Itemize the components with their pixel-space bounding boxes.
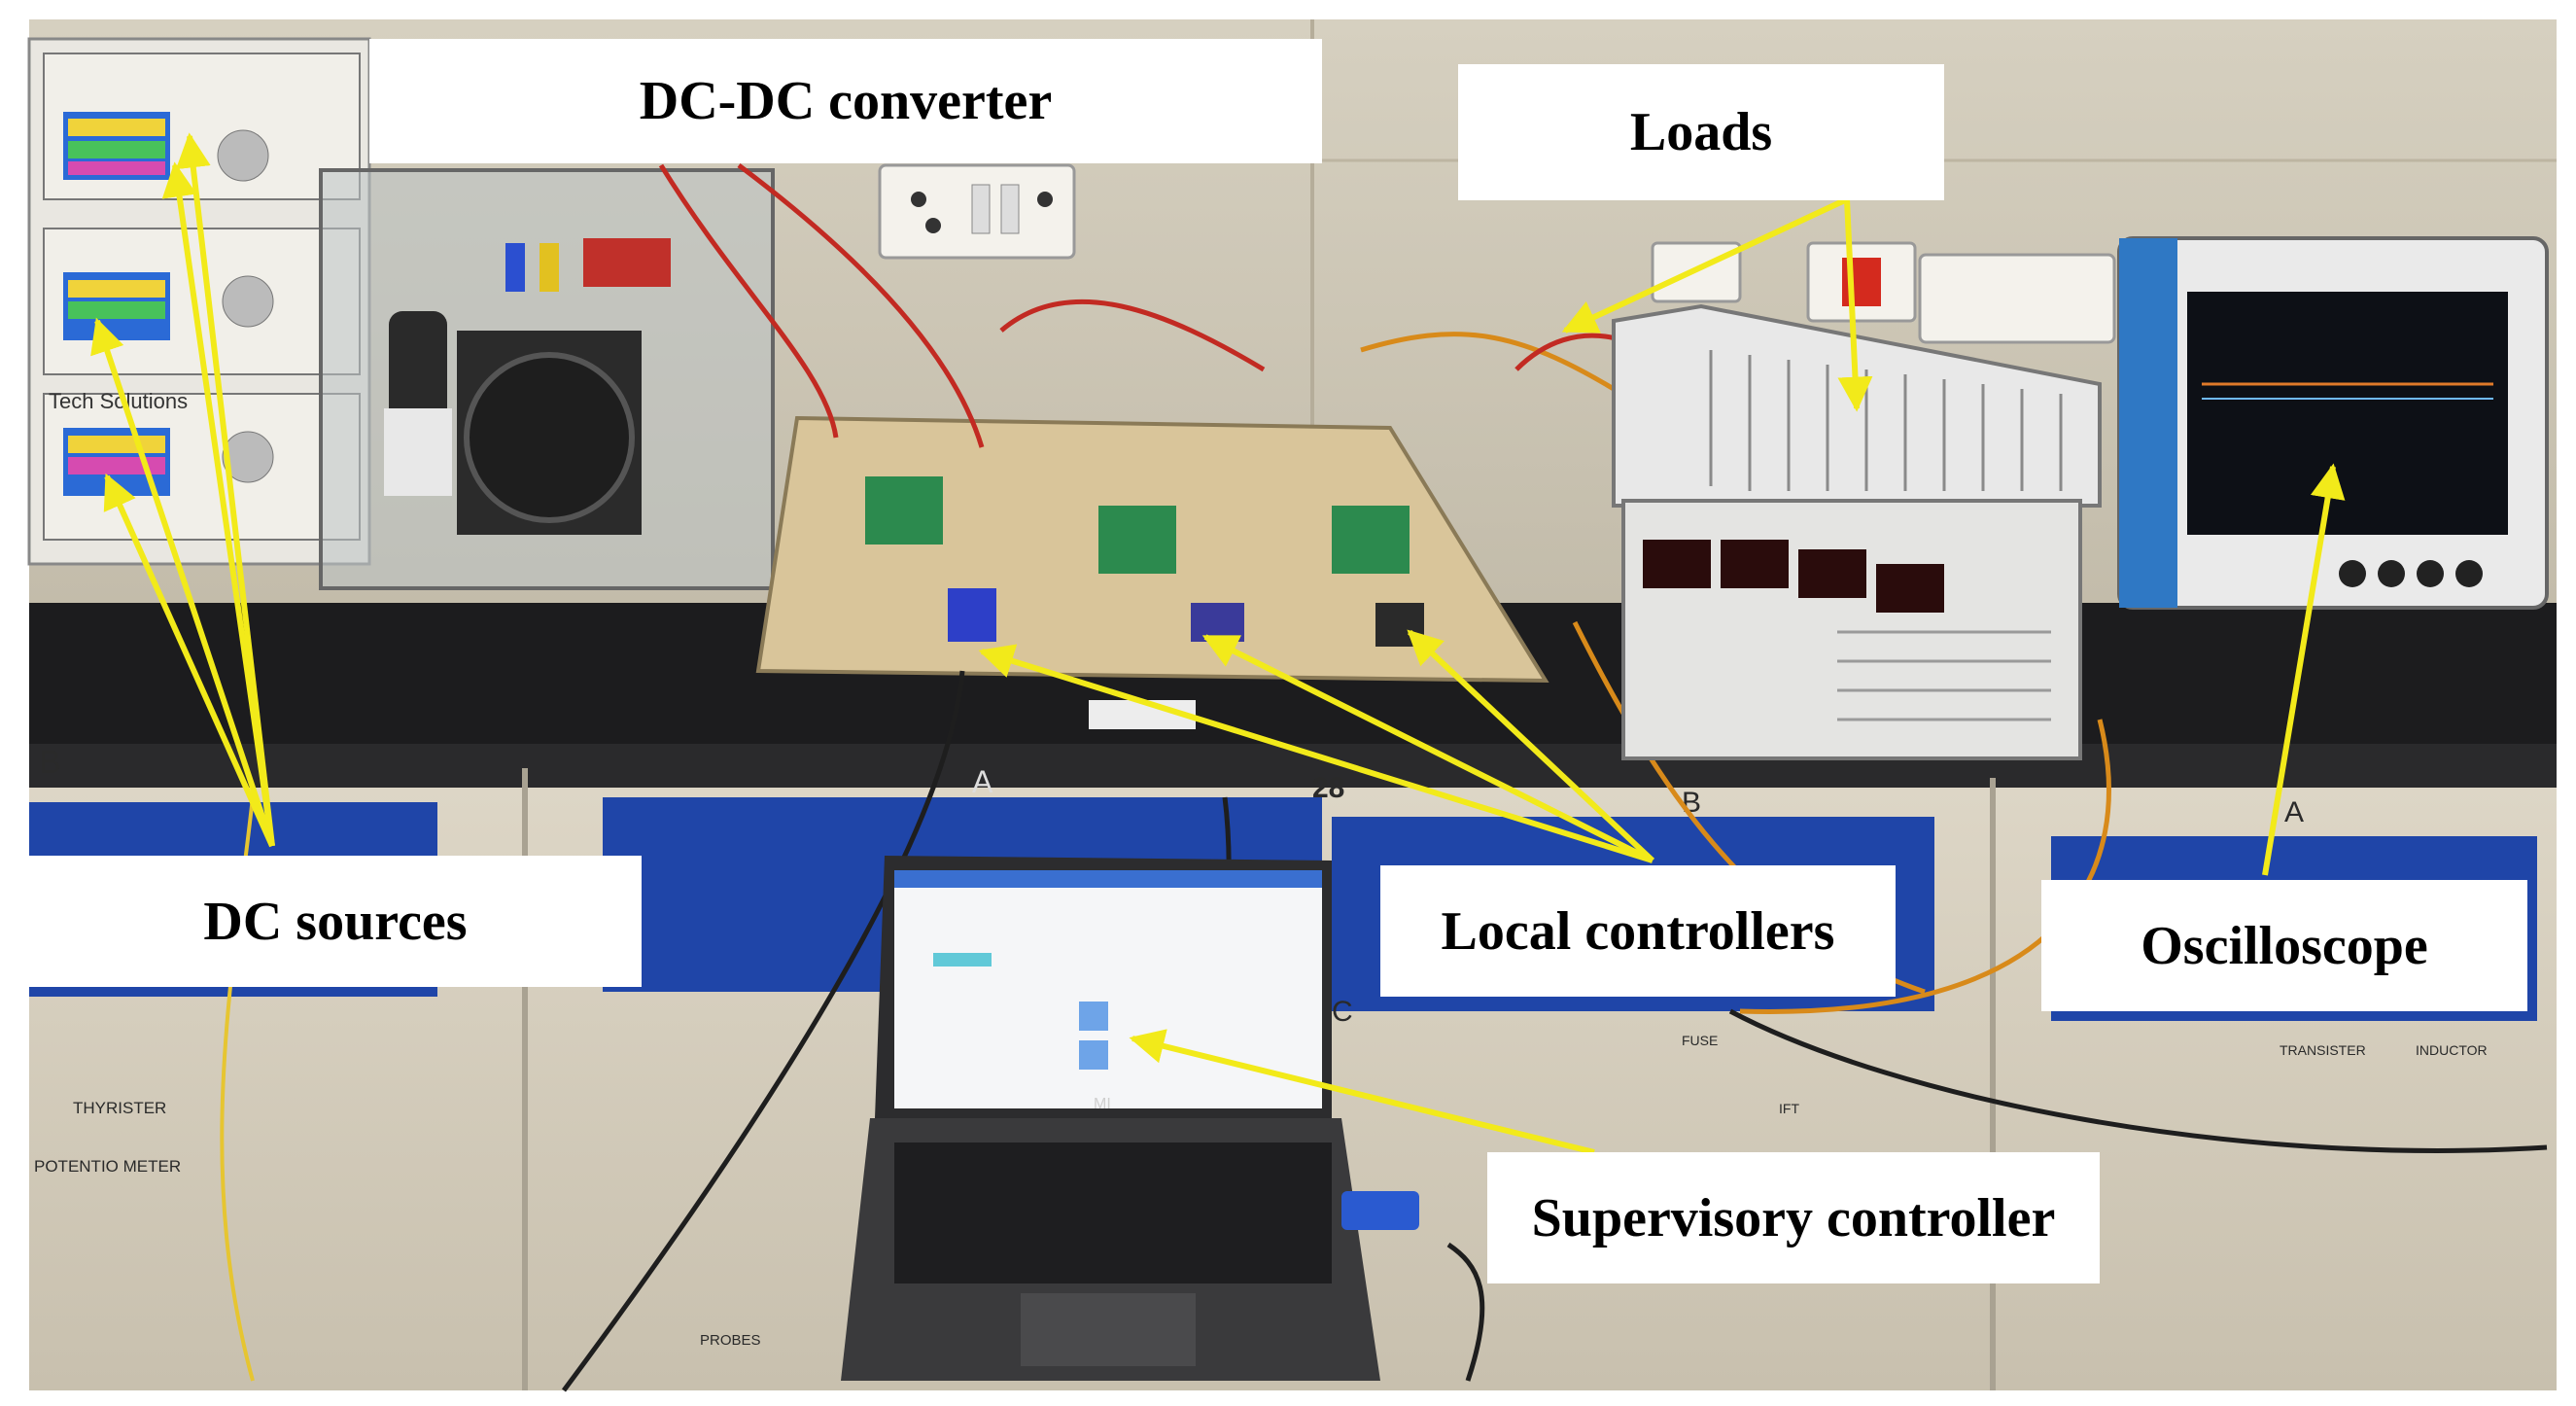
laptop-brand-text: MI <box>1094 1096 1111 1112</box>
cabinet-label-c: C <box>1332 996 1353 1028</box>
psu-brand-text: Tech Solutions <box>49 389 188 413</box>
drawer-label-transister: TRANSISTER <box>2280 1042 2366 1058</box>
wall-socket-1 <box>878 163 1076 260</box>
usb-interface <box>1341 1191 1419 1230</box>
dcdc-converter-box <box>319 168 775 590</box>
label-oscilloscope: Oscilloscope <box>2041 880 2527 1011</box>
annotation-arrows <box>90 132 2346 1155</box>
drawer-label-probes: PROBES <box>700 1332 761 1349</box>
dc-power-supplies: Tech Solutions <box>27 37 371 566</box>
drawer-label-ift: IFT <box>1779 1101 1799 1116</box>
drawer-label-potentio: POTENTIO METER <box>34 1157 181 1176</box>
label-dc-sources: DC sources <box>29 856 642 987</box>
oscilloscope <box>2117 236 2549 610</box>
cabinet-label-28: 28 <box>1312 772 1344 804</box>
label-loads: Loads <box>1458 64 1944 200</box>
drawer-label-thyristor: THYRISTER <box>73 1099 166 1117</box>
cabinet-label-a2: A <box>2284 796 2304 828</box>
test-board <box>755 415 1549 729</box>
label-local-controllers: Local controllers <box>1380 865 1896 997</box>
cabinet-label-b-left: B <box>39 744 61 781</box>
drawer-label-fuse: FUSE <box>1682 1033 1718 1048</box>
cabinet-label-a: A <box>972 764 993 799</box>
label-dcdc-converter: DC-DC converter <box>369 39 1322 163</box>
electronic-loads <box>1612 303 2102 760</box>
drawer-label-inductor: INDUCTOR <box>2416 1042 2488 1058</box>
laptop: MI <box>841 856 1380 1381</box>
label-supervisory-controller: Supervisory controller <box>1487 1152 2100 1283</box>
